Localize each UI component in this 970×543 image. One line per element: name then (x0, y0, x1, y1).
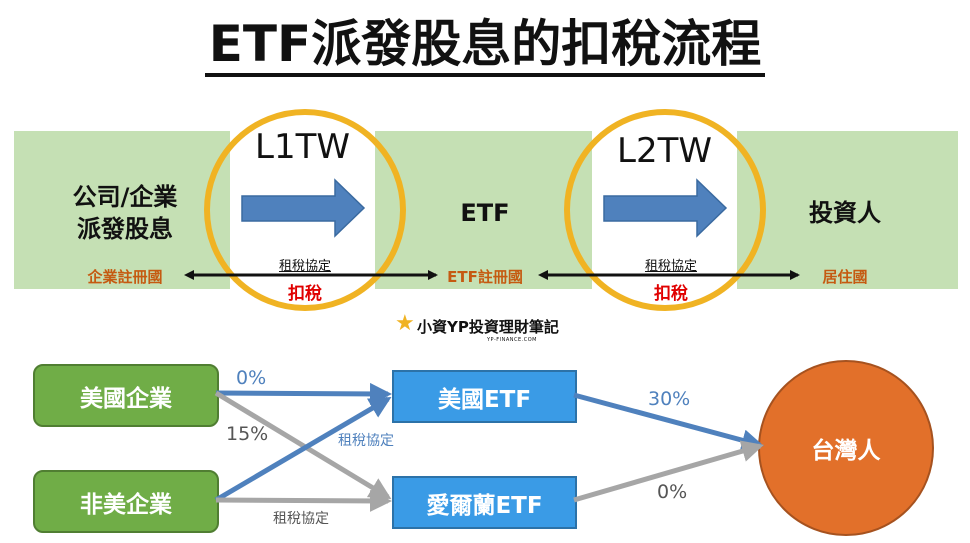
arrow-us-company-to-us-etf (215, 382, 392, 405)
ireland-etf-box: 愛爾蘭ETF (392, 476, 577, 529)
non-us-company-box: 非美企業 (33, 470, 219, 533)
investor-label: 投資人 (809, 199, 881, 227)
arrow-us-etf-to-taiwanese (573, 392, 764, 451)
l1-block-arrow (241, 178, 366, 238)
logo: ★ 小資YP投資理財筆記 YP-FINANCE.COM (395, 311, 595, 349)
us-etf-box: 美國ETF (392, 370, 577, 423)
country-etf: ETF註冊國 (447, 268, 523, 286)
treaty-label-gray: 租稅協定 (273, 511, 329, 527)
pct-us-etf-to-taiwanese: 30% (648, 388, 691, 410)
l2-block-arrow (603, 178, 728, 238)
pct-us-to-us-etf: 0% (236, 367, 267, 389)
arrow-us-company-to-ireland-etf (214, 390, 392, 500)
l1tw-highlight-circle (204, 109, 406, 311)
taiwanese-circle: 台灣人 (758, 360, 934, 536)
tax-label-2: 扣稅 (654, 284, 688, 304)
country-investor: 居住國 (822, 268, 868, 286)
us-company-box: 美國企業 (33, 364, 219, 427)
treaty-label-blue: 租稅協定 (338, 433, 394, 449)
etf-label: ETF (460, 199, 510, 227)
tax-label-1: 扣稅 (288, 284, 322, 304)
pct-us-to-ireland-etf: 15% (226, 423, 269, 445)
page-title: ETF派發股息的扣稅流程 (0, 4, 970, 77)
logo-star-icon: ★ (395, 311, 415, 336)
l2tw-label: L2TW (617, 131, 712, 171)
flow-band (14, 131, 958, 289)
arrow-non-us-to-us-etf (214, 396, 392, 503)
country-company: 企業註冊國 (87, 268, 163, 286)
l1tw-label: L1TW (255, 127, 350, 167)
arrow-non-us-to-ireland-etf (215, 489, 392, 512)
arrow-ireland-etf-to-taiwanese (573, 440, 764, 503)
logo-text: 小資YP投資理財筆記 (417, 318, 559, 336)
logo-subtext: YP-FINANCE.COM (487, 337, 537, 343)
company-label: 公司/企業 派發股息 (72, 183, 178, 243)
l2tw-highlight-circle (564, 109, 766, 311)
pct-ireland-etf-to-taiwanese: 0% (657, 481, 688, 503)
